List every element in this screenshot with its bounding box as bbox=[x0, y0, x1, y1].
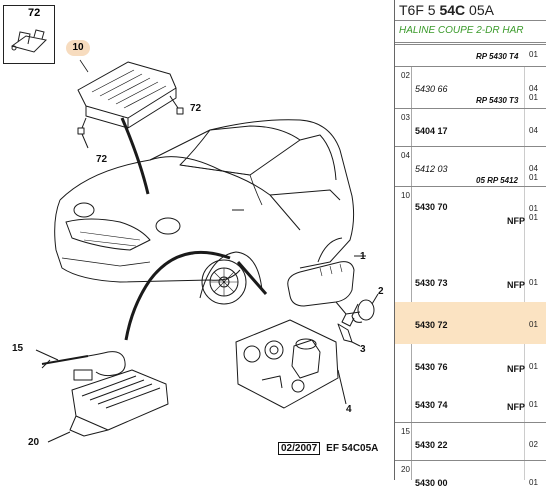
header-group: 54C bbox=[439, 2, 466, 18]
header-prefix: T6F 5 bbox=[399, 2, 440, 18]
column-divider bbox=[524, 66, 525, 480]
callout-2[interactable]: 2 bbox=[378, 286, 384, 297]
quantity: 02 bbox=[529, 440, 538, 449]
callout-4[interactable]: 4 bbox=[346, 404, 352, 415]
thumbnail-bracket-icon bbox=[10, 29, 48, 53]
nfp-flag: NFP bbox=[507, 402, 525, 412]
quantity: 01 bbox=[529, 278, 538, 287]
diagram-footer: 02/2007 EF 54C05A bbox=[278, 442, 379, 455]
catalog-row[interactable]: RP 5430 T4 01 bbox=[395, 44, 546, 66]
part-number[interactable]: 5430 72 bbox=[415, 320, 448, 330]
section-number: 02 bbox=[401, 71, 410, 80]
column-divider bbox=[411, 66, 412, 480]
catalog-row[interactable]: 03 5404 17 04 bbox=[395, 108, 546, 146]
row-divider bbox=[395, 146, 546, 147]
catalog-row[interactable]: 10 5430 70 NFP 01 01 bbox=[395, 186, 546, 260]
exploded-view-drawing bbox=[35, 59, 379, 443]
part-number[interactable]: 5430 76 bbox=[415, 362, 448, 372]
callout-72-upper[interactable]: 72 bbox=[190, 103, 202, 114]
parts-diagram: 72 10 bbox=[3, 5, 384, 455]
row-divider bbox=[395, 186, 546, 187]
divider bbox=[395, 42, 546, 43]
catalog-row[interactable]: 02 5430 66 RP 5430 T3 04 01 bbox=[395, 66, 546, 108]
catalog-row[interactable]: 5430 72 01 bbox=[395, 302, 546, 344]
diagram-date: 02/2007 bbox=[278, 442, 321, 455]
catalog-row[interactable]: 5430 76 NFP 01 bbox=[395, 344, 546, 382]
section-number: 03 bbox=[401, 113, 410, 122]
quantity: 01 bbox=[529, 400, 538, 409]
callout-20[interactable]: 20 bbox=[28, 437, 40, 448]
catalog-row[interactable]: 5430 73 NFP 01 bbox=[395, 260, 546, 302]
section-number: 15 bbox=[401, 427, 410, 436]
quantity: 04 01 bbox=[529, 164, 538, 182]
row-divider bbox=[395, 66, 546, 67]
section-number: 04 bbox=[401, 151, 410, 160]
thumbnail-number: 72 bbox=[28, 7, 41, 19]
quantity: 04 01 bbox=[529, 84, 538, 102]
quantity: 01 bbox=[529, 478, 538, 487]
header-suffix: 05A bbox=[465, 2, 494, 18]
catalog-row[interactable]: 04 5412 03 05 RP 5412 04 01 bbox=[395, 146, 546, 186]
row-divider bbox=[395, 108, 546, 109]
catalog-subtitle: HALINE COUPE 2-DR HAR bbox=[399, 25, 524, 36]
reference-code: RP 5430 T4 bbox=[476, 52, 519, 61]
reference-code: RP 5430 T3 bbox=[476, 96, 519, 105]
diagram-code: EF 54C05A bbox=[326, 443, 379, 454]
section-number: 10 bbox=[401, 191, 410, 200]
callout-15[interactable]: 15 bbox=[12, 343, 24, 354]
part-number[interactable]: 5412 03 bbox=[415, 164, 448, 174]
row-divider bbox=[395, 44, 546, 45]
catalog-header: T6F 5 54C 05A bbox=[399, 2, 494, 18]
callout-3[interactable]: 3 bbox=[360, 344, 366, 355]
row-divider bbox=[395, 460, 546, 461]
part-number[interactable]: 5430 22 bbox=[415, 440, 448, 450]
quantity: 01 01 bbox=[529, 204, 538, 222]
row-divider bbox=[395, 422, 546, 423]
nfp-flag: NFP bbox=[507, 280, 525, 290]
nfp-flag: NFP bbox=[507, 216, 525, 226]
part-number[interactable]: 5430 73 bbox=[415, 278, 448, 288]
part-10-badge[interactable]: 10 bbox=[66, 40, 90, 56]
part-number[interactable]: 5404 17 bbox=[415, 126, 448, 136]
nfp-flag: NFP bbox=[507, 364, 525, 374]
catalog-row[interactable]: 15 5430 22 02 bbox=[395, 422, 546, 460]
section-number: 20 bbox=[401, 465, 410, 474]
callout-72-lower[interactable]: 72 bbox=[96, 154, 108, 165]
catalog-row[interactable]: 5430 74 NFP 01 bbox=[395, 382, 546, 422]
quantity: 01 bbox=[529, 320, 538, 329]
part-number[interactable]: 5430 74 bbox=[415, 400, 448, 410]
thumbnail-part-72[interactable]: 72 bbox=[3, 5, 55, 64]
divider bbox=[395, 20, 546, 21]
reference-code: 05 RP 5412 bbox=[476, 176, 518, 185]
part-number[interactable]: 5430 00 bbox=[415, 478, 448, 488]
catalog-row[interactable]: 20 5430 00 01 bbox=[395, 460, 546, 488]
quantity: 01 bbox=[529, 50, 538, 59]
callout-1[interactable]: 1 bbox=[360, 251, 366, 262]
part-number[interactable]: 5430 66 bbox=[415, 84, 448, 94]
part-number[interactable]: 5430 70 bbox=[415, 202, 448, 212]
parts-catalog-panel: T6F 5 54C 05A HALINE COUPE 2-DR HAR RP 5… bbox=[394, 0, 546, 488]
quantity: 01 bbox=[529, 362, 538, 371]
quantity: 04 bbox=[529, 126, 538, 135]
